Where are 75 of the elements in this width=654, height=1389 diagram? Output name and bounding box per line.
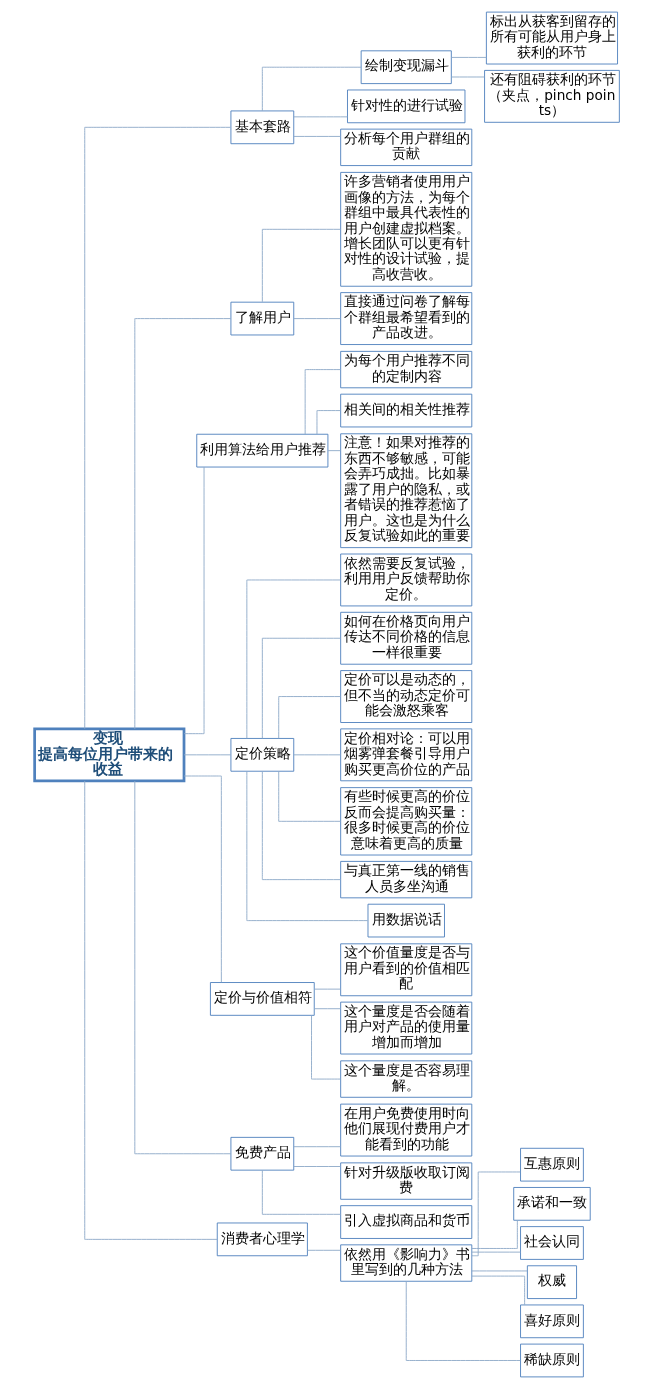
- node-box: 直接通过问卷了解每个群组最希望看到的产品改进。: [340, 292, 473, 345]
- connector: [293, 1166, 341, 1167]
- connector: [307, 1249, 341, 1251]
- node-box: 免费产品: [230, 1136, 295, 1171]
- connector: [134, 318, 232, 730]
- node-box: 与真正第一线的销售人员多坐沟通: [340, 860, 473, 899]
- node-box: 互惠原则: [520, 1147, 584, 1182]
- node-box: 稀缺原则: [520, 1343, 584, 1378]
- node-box: 标出从获客到留存的所有可能从用户身上获利的环节: [485, 11, 618, 65]
- connector: [316, 410, 341, 435]
- connector: [84, 126, 232, 730]
- node-box: 承诺和一致: [513, 1187, 591, 1221]
- connector: [246, 579, 341, 739]
- connector: [278, 696, 342, 739]
- node-box: 喜好原则: [520, 1304, 584, 1339]
- connector: [327, 450, 341, 452]
- node-box: 依然需要反复试验，利用用户反馈帮助你定价。: [340, 553, 473, 607]
- connector: [405, 1280, 521, 1361]
- connector: [471, 1270, 528, 1272]
- connector: [134, 780, 232, 1155]
- node-box: 依然用《影响力》书里写到的几种方法: [340, 1244, 473, 1282]
- node-box: 针对性的进行试验: [347, 89, 466, 124]
- node-box: 权威: [526, 1265, 577, 1300]
- connector: [451, 76, 485, 78]
- connector: [304, 369, 341, 435]
- connector: [293, 754, 341, 756]
- node-box: 利用算法给用户推荐: [196, 433, 329, 468]
- node-box: 相关间的相关性推荐: [340, 393, 473, 428]
- node-box: 用数据说话: [367, 903, 445, 938]
- node-box: 许多营销者使用用户画像的方法，为每个群组中最具代表性的用户创建虚拟档案。增长团队可以更有针对性的设计试验，提高收营收。: [340, 171, 473, 287]
- connector: [471, 1220, 518, 1249]
- connector: [183, 466, 205, 735]
- connector: [261, 66, 362, 112]
- connector: [451, 56, 487, 58]
- node-box: 定价策略: [230, 738, 295, 772]
- connector: [293, 135, 341, 137]
- node-box: 绘制变现漏斗: [360, 50, 452, 85]
- node-box: 消费者心理学: [216, 1222, 308, 1257]
- connector: [293, 318, 341, 320]
- node-box: 定价相对论：可以用烟雾弹套餐引导用户购买更高价位的产品: [340, 728, 473, 782]
- connector: [293, 1146, 341, 1148]
- connector: [471, 1251, 521, 1253]
- connector: [261, 637, 342, 739]
- connector: [471, 1275, 526, 1306]
- connector: [246, 770, 369, 922]
- node-box: 了解用户: [230, 301, 295, 336]
- connector: [261, 770, 342, 881]
- connector: [261, 228, 342, 303]
- node-box: 分析每个用户群组的贡献: [340, 128, 473, 167]
- node-box: 社会认同: [520, 1226, 584, 1260]
- connector: [261, 1169, 342, 1215]
- node-box: 针对升级版收取订阅费: [340, 1162, 473, 1200]
- node-box: 引入虚拟商品和货币: [340, 1205, 473, 1239]
- node-box: 定价可以是动态的，但不当的动态定价可能会激怒乘客: [340, 670, 473, 723]
- node-box: 在用户免费使用时向他们展现付费用户才能看到的功能: [340, 1103, 473, 1157]
- node-box: 还有阻碍获利的环节（夹点，pinch points）: [484, 69, 620, 123]
- connector: [278, 770, 342, 822]
- connector: [183, 775, 222, 983]
- connector: [471, 1171, 521, 1257]
- node-box: 这个量度是否容易理解。: [340, 1060, 473, 1098]
- node-box: 这个价值量度是否与用户看到的价值相匹配: [340, 943, 473, 997]
- node-box: 为每个用户推荐不同的定制内容: [340, 350, 473, 389]
- node-box: 定价与价值相符: [209, 982, 315, 1016]
- node-box: 有些时候更高的价位反而会提高购买量：很多时候更高的价位意味着更高的质量: [340, 787, 473, 856]
- node-box: 基本套路: [230, 110, 295, 145]
- node-box: 这个量度是否会随着用户对产品的使用量增加而增加: [340, 1001, 473, 1055]
- connector: [84, 780, 218, 1240]
- connector: [293, 116, 348, 118]
- node-box: 变现 提高每位用户带来的收益: [33, 727, 186, 783]
- connector: [313, 988, 342, 990]
- connector: [313, 1008, 342, 1010]
- node-box: 注意！如果对推荐的东西不够敏感，可能会弄巧成拙。比如暴露了用户的隐私，或者错误的推荐惹恼了用户。这也是为什么反复试验如此的重要: [340, 433, 473, 549]
- connector: [183, 754, 232, 756]
- connector: [311, 1015, 341, 1080]
- node-box: 如何在价格页向用户传达不同价格的信息一样很重要: [340, 611, 473, 665]
